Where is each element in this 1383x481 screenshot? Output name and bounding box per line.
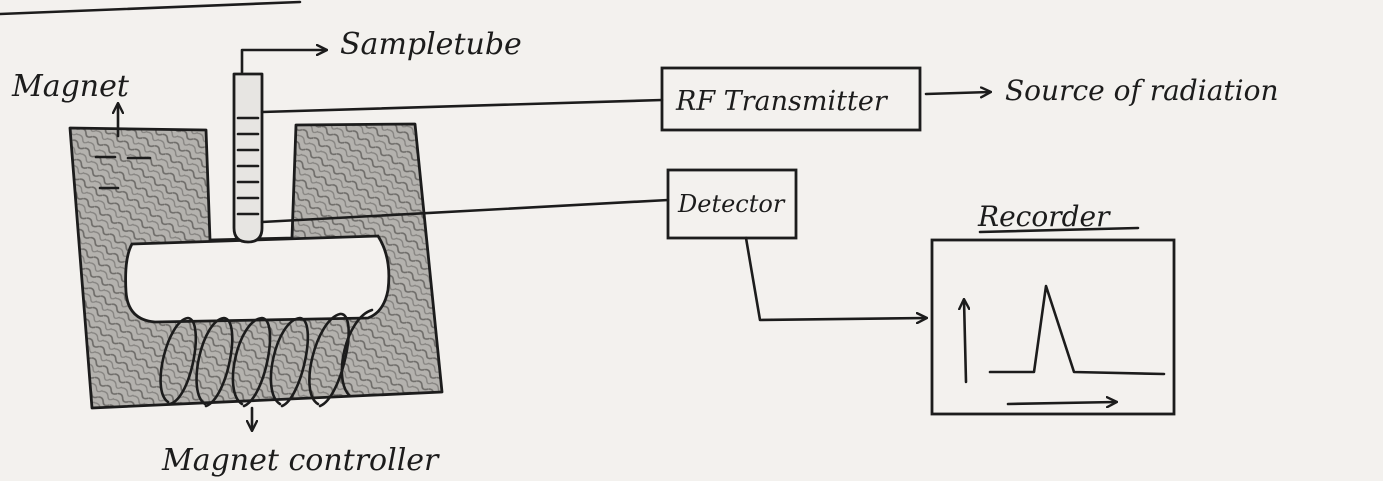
- recorder-plot: [964, 284, 1166, 404]
- magnet-gap: [124, 234, 391, 324]
- recorder-x-axis-arrow: [1006, 402, 1116, 404]
- detector-label: Detector: [677, 190, 786, 218]
- recorder-underline: [978, 226, 1140, 234]
- sample-tube-arrow: [240, 50, 326, 74]
- recorder-box: [930, 238, 1176, 416]
- detector-line: [260, 198, 670, 224]
- recorder-y-axis-arrow: [964, 300, 966, 384]
- magnet-label: Magnet: [11, 69, 130, 104]
- rf-transmitter-label: RF Transmitter: [675, 86, 889, 117]
- magnet-coil: [159, 308, 374, 408]
- magnet-controller-label: Magnet controller: [161, 443, 440, 478]
- sample-tube: [232, 72, 264, 244]
- page-edge-line: [0, 0, 302, 16]
- detector-box: [666, 168, 798, 240]
- recorder-peak-signal: [988, 284, 1166, 376]
- source-arrow: [924, 92, 990, 94]
- rf-transmitter-line: [260, 98, 664, 114]
- magnet-marks: [94, 155, 152, 190]
- recorder-label: Recorder: [977, 200, 1111, 233]
- magnet-assembly: [68, 72, 444, 410]
- source-of-radiation-label: Source of radiation: [1005, 74, 1278, 107]
- rf-transmitter-box: [660, 66, 922, 132]
- sample-tube-label: Sampletube: [340, 27, 522, 62]
- detector-to-recorder-line: [744, 236, 926, 320]
